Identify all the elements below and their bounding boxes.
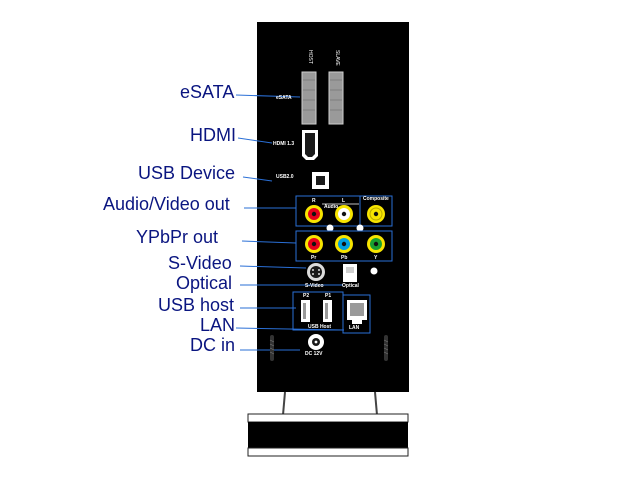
audio-r-jack <box>305 205 323 223</box>
lan-group-outline <box>342 294 371 334</box>
composite-text: Composite <box>363 196 389 202</box>
dc-in-port <box>308 334 324 350</box>
audio-text: Audio <box>324 204 339 210</box>
label-esata: eSATA <box>180 82 235 102</box>
esata-ports <box>301 71 344 125</box>
label-usb-host: USB host <box>158 295 235 315</box>
device-stand <box>247 391 409 457</box>
p1-text: P1 <box>325 293 332 299</box>
p2-text: P2 <box>303 293 310 299</box>
leader-s-video <box>239 265 307 269</box>
label-optical: Optical <box>176 273 233 293</box>
leader-usb-device <box>242 176 273 182</box>
hdmi-text: HDMI 1.3 <box>273 141 295 147</box>
screw-right <box>383 335 389 361</box>
slave-text: SLAVE <box>334 50 340 66</box>
screw-left <box>269 335 275 361</box>
label-dc-in: DC in <box>190 335 236 355</box>
lan-text: LAN <box>349 325 360 331</box>
ypbpr-group-outline <box>295 230 393 262</box>
led-indicator <box>370 267 378 275</box>
leader-lines <box>235 94 345 351</box>
pb-jack <box>335 235 353 253</box>
usb-device-port <box>312 172 329 189</box>
usb2-text: USB2.0 <box>276 174 294 180</box>
svideo-text: S-Video <box>305 283 324 289</box>
pb-text: Pb <box>341 255 348 261</box>
label-lan: LAN <box>200 315 236 335</box>
lan-port <box>347 300 367 324</box>
y-text: Y <box>374 255 378 261</box>
host-text: HOST <box>307 50 313 64</box>
optical-port <box>343 264 357 282</box>
av-group-outline <box>295 195 393 227</box>
pr-jack <box>305 235 323 253</box>
dc-text: DC 12V <box>305 351 323 357</box>
s-video-port <box>307 263 325 281</box>
composite-jack <box>367 205 385 223</box>
pr-text: Pr <box>311 255 317 261</box>
label-av-out: Audio/Video out <box>103 194 230 214</box>
label-ypbpr-out: YPbPr out <box>136 227 219 247</box>
audio-l-text: L <box>342 198 346 204</box>
y-jack <box>367 235 385 253</box>
hdmi-port <box>302 130 318 160</box>
esata-text: eSATA <box>276 95 292 101</box>
audio-r-text: R <box>312 198 316 204</box>
optical-text: Optical <box>342 283 359 289</box>
leader-hdmi <box>237 137 273 144</box>
label-hdmi: HDMI <box>190 125 236 145</box>
usb-host-ports <box>301 300 332 322</box>
label-s-video: S-Video <box>168 253 232 273</box>
label-usb-device: USB Device <box>138 163 236 183</box>
leader-esata <box>235 94 301 98</box>
usbhost-text: USB Host <box>308 324 332 330</box>
audio-l-jack <box>335 205 353 223</box>
leader-ypbpr-out <box>241 240 297 244</box>
